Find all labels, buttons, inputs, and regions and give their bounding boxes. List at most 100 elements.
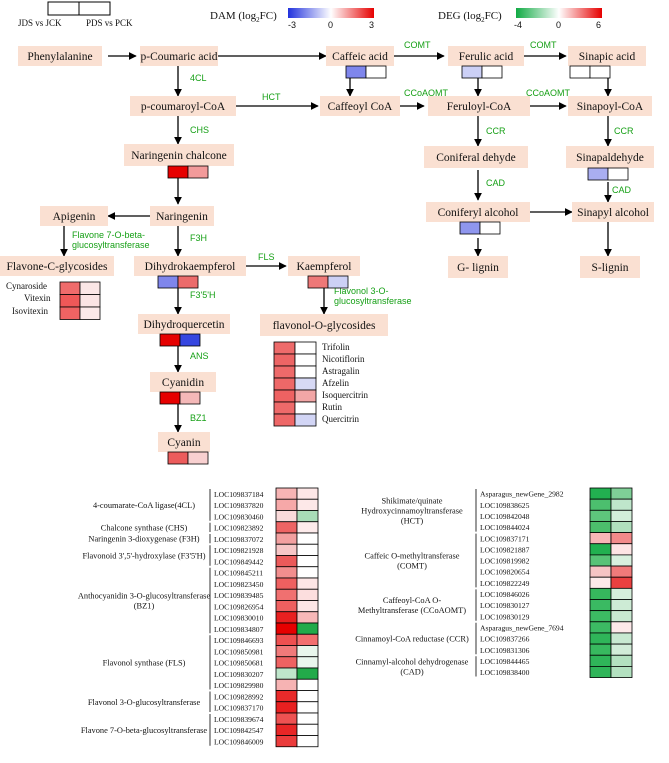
gene-cell-20-jds (275, 712, 298, 725)
node-caffeic-acid: Caffeic acid (332, 51, 388, 63)
enzyme-flavonol-3-o-gt: Flavonol 3-O-glucosyltransferase (334, 286, 412, 306)
deg-tick-min: -4 (514, 20, 522, 30)
cell-sin-pds (589, 65, 611, 79)
gene-cell-13-jds (275, 633, 298, 646)
gene-cell-6-jds (589, 554, 612, 567)
gene-id: LOC109826954 (214, 602, 264, 611)
gene-cell-0-pds (610, 487, 633, 500)
node-cyanin: Cyanin (167, 437, 200, 449)
gene-id: Asparagus_newGene_2982 (480, 490, 564, 499)
flavonol-cell-4-jds (273, 389, 296, 403)
legend-jds-label: JDS vs JCK (18, 18, 62, 28)
gene-cell-11-pds (296, 611, 319, 624)
node-p-coumaric-acid: p-Coumaric acid (141, 51, 218, 63)
node-ferulic-acid: Ferulic acid (459, 51, 514, 63)
dam-tick-max: 3 (369, 20, 374, 30)
node-dihydroquercetin: Dihydroquercetin (143, 319, 224, 331)
node-coniferyl-alcohol: Coniferyl alcohol (438, 207, 519, 219)
gene-cell-10-jds (275, 600, 298, 613)
flavonol-label-5: Rutin (322, 402, 343, 412)
enzyme-hct: HCT (262, 92, 281, 102)
gene-cell-6-pds (610, 554, 633, 567)
gene-cell-11-jds (275, 611, 298, 624)
enzyme-ans: ANS (190, 351, 209, 361)
node-coniferal-dehyde: Coniferal dehyde (436, 152, 516, 164)
gene-cell-16-pds (610, 666, 633, 678)
gene-cell-19-jds (275, 701, 298, 714)
gene-id: LOC109837170 (214, 704, 264, 713)
enzyme-labels: COMT COMT 4CL HCT CCoAOMT CCoAOMT CHS CC… (72, 40, 634, 423)
flavone-label-0: Cynaroside (6, 281, 47, 291)
gene-id: LOC109830127 (480, 601, 530, 610)
pathway-nodes: Phenylalanine p-Coumaric acid Caffeic ac… (0, 46, 654, 452)
cell-cya-pds (179, 391, 201, 405)
gene-cell-18-pds (296, 690, 319, 703)
gene-cell-14-pds (610, 643, 633, 656)
node-kaempferol: Kaempferol (297, 261, 352, 273)
cell-narch-jds (167, 165, 189, 179)
gene-cell-17-pds (296, 678, 319, 691)
gene-group-label-2: Caffeoyl-CoA O-Methyltransferase (CCoAOM… (358, 596, 466, 615)
gene-id: LOC109849442 (214, 557, 264, 566)
gene-cell-8-jds (589, 576, 612, 589)
flavone-cell-1-jds (59, 294, 81, 308)
gene-cell-1-pds (296, 498, 319, 511)
node-apigenin: Apigenin (53, 211, 96, 223)
node-dihydrokaempferol: Dihydrokaempferol (145, 261, 236, 273)
flavonol-cell-5-jds (273, 401, 296, 415)
gene-cell-4-jds (589, 532, 612, 545)
flavonol-label-0: Trifolin (322, 342, 350, 352)
gene-cell-8-jds (275, 577, 298, 590)
flavonol-label-1: Nicotiflorin (322, 354, 365, 364)
node-feruloyl-coa: Feruloyl-CoA (447, 101, 512, 113)
gene-cell-3-jds (589, 521, 612, 534)
gene-cell-15-jds (589, 654, 612, 667)
cell-caff-pds (365, 65, 387, 79)
cell-sinald-pds (607, 167, 629, 181)
legend-pds-label: PDS vs PCK (86, 18, 133, 28)
node-cyanidin: Cyanidin (162, 377, 204, 389)
gene-cell-19-pds (296, 701, 319, 714)
flavone-cell-2-pds (79, 306, 101, 320)
gene-cell-2-jds (589, 509, 612, 522)
gene-id: LOC109837820 (214, 501, 264, 510)
node-p-coumaroyl-coa: p-coumaroyl-CoA (141, 101, 226, 113)
flavonol-cell-6-pds (294, 413, 317, 427)
flavonol-cell-0-pds (294, 341, 317, 355)
gene-cell-0-jds (589, 487, 612, 500)
cell-cya-jds (159, 391, 181, 405)
gene-id: LOC109846026 (480, 590, 530, 599)
gene-id: LOC109850981 (214, 647, 264, 656)
gene-cell-1-jds (589, 498, 612, 511)
node-sinapyl-alcohol: Sinapyl alcohol (577, 207, 649, 219)
enzyme-cad-1: CAD (486, 178, 506, 188)
flavonol-o-glycoside-list: Trifolin Nicotiflorin Astragalin Afzelin… (322, 342, 368, 424)
enzyme-ccr-2: CCR (614, 126, 634, 136)
gene-group-label-5: Flavonol synthase (FLS) (103, 658, 186, 667)
gene-cell-17-jds (275, 678, 298, 691)
node-sinapaldehyde: Sinapaldehyde (576, 152, 644, 164)
gene-heatmap-left: 4-coumarate-CoA ligase(4CL)LOC109837184L… (78, 487, 319, 748)
gene-cell-14-jds (275, 645, 298, 658)
gene-cell-14-pds (296, 645, 319, 658)
gene-cell-9-pds (610, 587, 633, 600)
flavonol-label-6: Quercitrin (322, 414, 359, 424)
flavonol-cell-2-pds (294, 365, 317, 379)
cell-cyanin-jds (167, 451, 189, 465)
gene-id: LOC109846009 (214, 737, 264, 746)
flavonol-cell-3-pds (294, 377, 317, 391)
gene-cell-15-jds (275, 656, 298, 669)
gene-group-label-3: Cinnamoyl-CoA reductase (CCR) (355, 635, 469, 644)
gene-cell-7-pds (296, 566, 319, 579)
gene-id: LOC109844024 (480, 523, 530, 532)
gene-cell-2-pds (296, 510, 319, 523)
gene-group-label-1: Caffeic O-methyltransferase(COMT) (365, 551, 460, 570)
flavone-label-2: Isovitexin (12, 306, 48, 316)
gene-id: LOC109831306 (480, 646, 530, 655)
enzyme-4cl: 4CL (190, 73, 207, 83)
gene-id: LOC109829980 (214, 681, 264, 690)
gene-cell-12-jds (275, 622, 298, 635)
gene-cell-11-pds (610, 610, 633, 623)
gene-cell-13-jds (589, 632, 612, 645)
